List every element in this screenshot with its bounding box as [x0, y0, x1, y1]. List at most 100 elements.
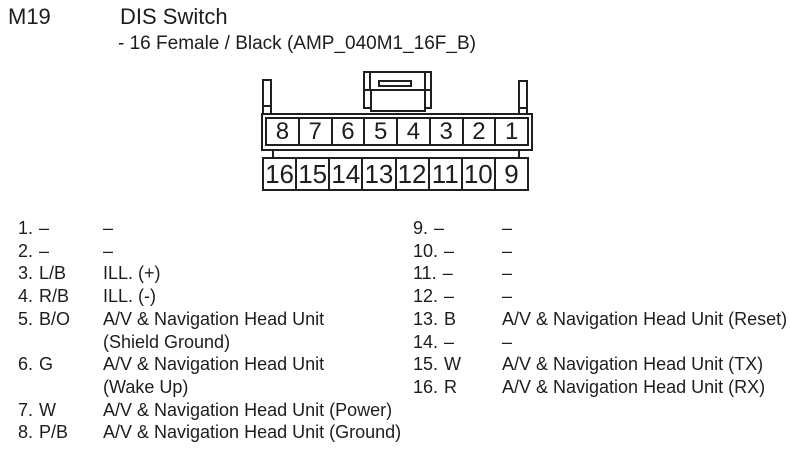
connector-latch-bar [378, 80, 412, 87]
wire-color: B/O [39, 308, 71, 329]
pin-description: – [502, 263, 513, 284]
wire-color: G [39, 354, 54, 375]
pin-row-14: 14.– – [413, 331, 788, 354]
pin-number: 6. [18, 354, 34, 375]
wire-color: R/B [39, 286, 70, 307]
pin-description: – [502, 331, 513, 352]
pin-list-left: 1.– – 2.– – 3.L/B ILL. (+) 4.R/B ILL. (-… [18, 217, 403, 444]
pin-number: 13. [413, 308, 439, 329]
pin-description: – [103, 218, 114, 238]
pin-cell-3: 3 [431, 118, 464, 145]
pin-cell-10: 10 [463, 159, 496, 189]
wire-color: L/B [39, 263, 67, 284]
pin-row-2: 2.– – [18, 240, 403, 263]
wire-color: W [444, 354, 462, 375]
connector-latch-body [370, 89, 426, 112]
pin-row-9: 9.– – [413, 217, 788, 240]
connector-tab-left-notch [264, 105, 270, 107]
wire-color: W [39, 399, 57, 420]
pin-number: 5. [18, 308, 34, 329]
pin-row-6: 6.G A/V & Navigation Head Unit(Wake Up) [18, 353, 403, 398]
pin-number: 8. [18, 422, 34, 443]
pin-description: A/V & Navigation Head Unit (RX) [502, 376, 766, 397]
pin-cell-8: 8 [267, 118, 300, 145]
pin-number: 15. [413, 354, 439, 375]
page-title: DIS Switch [120, 4, 228, 29]
pin-row-7: 7.W A/V & Navigation Head Unit (Power) [18, 399, 403, 422]
pin-cell-9: 9 [504, 158, 519, 189]
connector-id: M19 [8, 4, 51, 29]
pin-row-11: 11.– – [413, 262, 788, 285]
pin-row-4: 4.R/B ILL. (-) [18, 285, 403, 308]
pin-description: – [502, 218, 513, 238]
pin-cell-13: 13 [363, 159, 397, 189]
pin-description: A/V & Navigation Head Unit [103, 308, 325, 329]
wire-color: P/B [39, 422, 69, 443]
pin-description-line2: (Shield Ground) [103, 331, 231, 352]
pin-number: 10. [413, 240, 439, 261]
pin-number: 7. [18, 399, 34, 420]
pin-cell-1: 1 [504, 117, 519, 145]
wire-color: – [434, 218, 445, 238]
pin-list-right: 9.– – 10.– – 11.– – 12.– – 13.B A/V & Na… [413, 217, 788, 399]
pin-cell-7: 7 [300, 118, 333, 145]
wire-color: – [444, 240, 455, 261]
pin-description: ILL. (+) [103, 263, 161, 284]
pin-description: A/V & Navigation Head Unit (Power) [103, 399, 393, 420]
pin-row-12: 12.– – [413, 285, 788, 308]
pin-row-top: 8 7 6 5 4 3 2 1 [265, 117, 529, 146]
pin-description: – [103, 240, 114, 261]
pin-row-3: 3.L/B ILL. (+) [18, 262, 403, 285]
pin-description: A/V & Navigation Head Unit (Ground) [103, 422, 402, 443]
pin-description: A/V & Navigation Head Unit (Reset) [502, 308, 788, 329]
wire-color: B [444, 308, 457, 329]
pin-cell-6: 6 [333, 118, 366, 145]
pin-number: 4. [18, 286, 34, 307]
pin-number: 14. [413, 331, 439, 352]
pin-row-16: 16.R A/V & Navigation Head Unit (RX) [413, 376, 788, 399]
pin-cell-16: 16 [264, 159, 298, 189]
pin-row-8: 8.P/B A/V & Navigation Head Unit (Ground… [18, 421, 403, 444]
pin-number: 16. [413, 376, 439, 397]
wire-color: – [39, 218, 50, 238]
pin-description: A/V & Navigation Head Unit [103, 354, 325, 375]
pin-cell-14: 14 [330, 159, 364, 189]
wire-color: – [444, 331, 455, 352]
connector-diagram: 8 7 6 5 4 3 2 1 16 15 14 13 12 11 10 9 [0, 0, 790, 210]
pin-row-1: 1.– – [18, 217, 403, 240]
pin-cell-2: 2 [464, 118, 497, 145]
connector-tab-right [518, 80, 528, 115]
pin-row-15: 15.W A/V & Navigation Head Unit (TX) [413, 353, 788, 376]
connector-tab-right-notch [520, 107, 526, 109]
pin-description-line2: (Wake Up) [103, 376, 189, 397]
pin-row-bottom: 16 15 14 13 12 11 10 9 [262, 157, 529, 191]
pin-cell-4: 4 [398, 118, 431, 145]
pin-row-13: 13.B A/V & Navigation Head Unit (Reset) [413, 308, 788, 331]
pin-cell-12: 12 [397, 159, 430, 189]
pin-cell-11: 11 [430, 159, 463, 189]
pin-row-5: 5.B/O A/V & Navigation Head Unit(Shield … [18, 308, 403, 353]
connector-neck-right [518, 149, 520, 159]
pin-description: – [502, 286, 513, 307]
wire-color: – [39, 240, 50, 261]
pin-cell-5: 5 [365, 118, 398, 145]
connector-latch-post-left [369, 73, 371, 89]
pin-number: 2. [18, 240, 34, 261]
wire-color: – [444, 286, 455, 307]
connector-tab-left [262, 79, 272, 115]
wire-color: R [444, 376, 458, 397]
pin-number: 1. [18, 218, 34, 238]
connector-spec: - 16 Female / Black (AMP_040M1_16F_B) [118, 33, 476, 54]
pin-number: 3. [18, 263, 34, 284]
wire-color: – [442, 263, 453, 284]
connector-latch-post-right [424, 73, 426, 89]
pin-number: 12. [413, 286, 439, 307]
pin-description: A/V & Navigation Head Unit (TX) [502, 354, 764, 375]
pin-number: 11. [413, 263, 437, 284]
pin-row-10: 10.– – [413, 240, 788, 263]
pin-description: ILL. (-) [103, 286, 157, 307]
pin-cell-15: 15 [297, 159, 331, 189]
pin-number: 9. [413, 218, 429, 238]
connector-neck-left [272, 149, 274, 159]
